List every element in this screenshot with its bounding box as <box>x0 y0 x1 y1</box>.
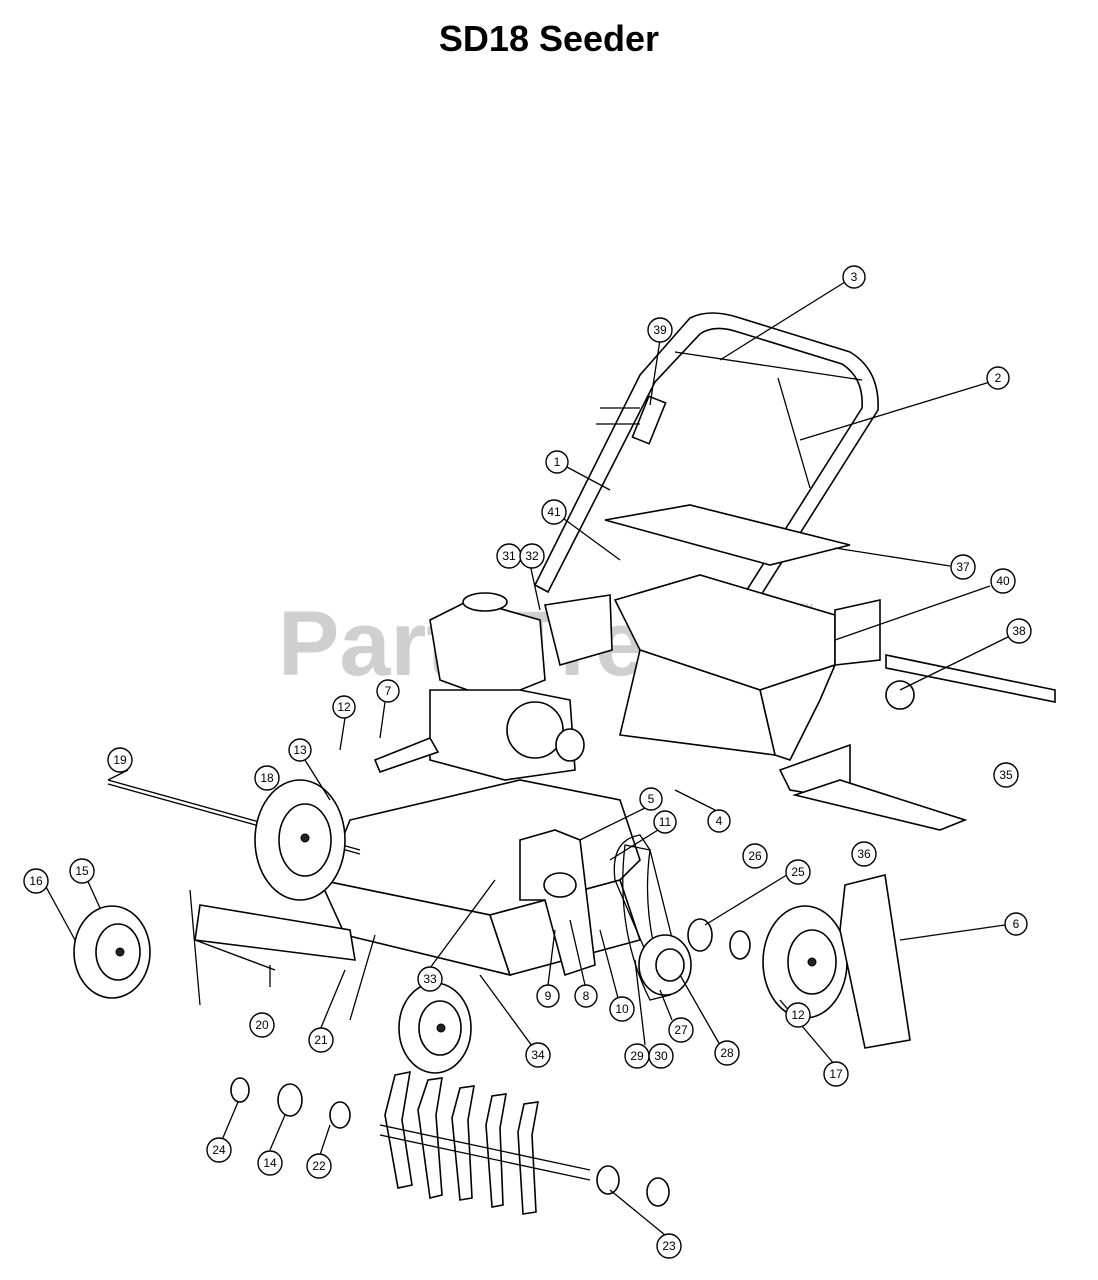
leader-lines <box>44 281 1011 1236</box>
callout-37: 37 <box>950 554 976 580</box>
callout-label: 26 <box>748 849 762 863</box>
callout-label: 38 <box>1012 624 1026 638</box>
callout-label: 31 <box>502 549 516 563</box>
callout-16: 16 <box>23 868 49 894</box>
callout-2: 2 <box>986 366 1010 390</box>
callout-label: 19 <box>113 753 127 767</box>
callout-14: 14 <box>257 1150 283 1176</box>
seed-hopper <box>604 504 1056 831</box>
callout-4: 4 <box>707 809 731 833</box>
callout-26: 26 <box>742 843 768 869</box>
callout-label: 14 <box>263 1156 277 1170</box>
callout-label: 27 <box>674 1023 688 1037</box>
callout-label: 8 <box>583 989 590 1003</box>
callout-label: 41 <box>547 505 561 519</box>
callout-label: 30 <box>654 1049 668 1063</box>
wheel-rear-left <box>254 779 346 901</box>
callout-label: 20 <box>255 1018 269 1032</box>
callout-label: 21 <box>314 1033 328 1047</box>
callout-5: 5 <box>639 787 663 811</box>
callout-23: 23 <box>656 1233 682 1259</box>
callout-label: 9 <box>545 989 552 1003</box>
callout-label: 17 <box>829 1067 843 1081</box>
callout-label: 40 <box>996 574 1010 588</box>
callout-40: 40 <box>990 568 1016 594</box>
callout-15: 15 <box>69 858 95 884</box>
callout-29: 29 <box>624 1043 650 1069</box>
callout-label: 36 <box>857 847 871 861</box>
callout-1: 1 <box>545 450 569 474</box>
callout-label: 24 <box>212 1143 226 1157</box>
callout-label: 16 <box>29 874 43 888</box>
wheel-rear-right <box>762 905 848 1019</box>
callout-25: 25 <box>785 859 811 885</box>
callout-41: 41 <box>541 499 567 525</box>
wheel-front-left <box>73 905 151 999</box>
callout-3: 3 <box>842 265 866 289</box>
callout-label: 12 <box>791 1008 805 1022</box>
callout-label: 35 <box>999 768 1013 782</box>
callout-30: 30 <box>648 1043 674 1069</box>
wheel-front-right <box>398 982 472 1074</box>
callout-31: 31 <box>496 543 522 569</box>
callout-13: 13 <box>288 738 312 762</box>
callout-28: 28 <box>714 1040 740 1066</box>
callout-label: 2 <box>995 371 1002 385</box>
callout-label: 13 <box>293 743 307 757</box>
callout-label: 22 <box>312 1159 326 1173</box>
callout-label: 34 <box>531 1048 545 1062</box>
callout-label: 39 <box>653 323 667 337</box>
callout-7: 7 <box>376 679 400 703</box>
callout-17: 17 <box>823 1061 849 1087</box>
callout-33: 33 <box>417 966 443 992</box>
slicer-reel <box>230 1070 670 1215</box>
belt-drive <box>622 844 751 1001</box>
callout-label: 12 <box>337 700 351 714</box>
main-frame <box>318 779 681 989</box>
callout-label: 7 <box>385 684 392 698</box>
handle-assembly <box>533 312 879 674</box>
callout-12-top: 12 <box>332 695 356 719</box>
callout-label: 10 <box>615 1002 629 1016</box>
callout-6: 6 <box>1004 912 1028 936</box>
callout-18: 18 <box>254 765 280 791</box>
callout-39: 39 <box>647 317 673 343</box>
callout-label: 32 <box>525 549 539 563</box>
callout-label: 1 <box>554 455 561 469</box>
callout-label: 33 <box>423 972 437 986</box>
callout-label: 11 <box>659 815 672 829</box>
callout-label: 5 <box>648 792 655 806</box>
callout-label: 37 <box>956 560 970 574</box>
callout-label: 29 <box>630 1049 644 1063</box>
depth-adjust-linkage <box>189 889 376 1021</box>
callout-12-bottom: 12 <box>785 1002 811 1028</box>
callout-38: 38 <box>1006 618 1032 644</box>
engine <box>373 592 613 781</box>
callout-24: 24 <box>206 1137 232 1163</box>
callout-label: 25 <box>791 865 805 879</box>
callout-9: 9 <box>536 984 560 1008</box>
callout-20: 20 <box>249 1012 275 1038</box>
callout-10: 10 <box>609 996 635 1022</box>
rear-shield <box>839 874 911 1049</box>
callout-36: 36 <box>851 841 877 867</box>
callout-19: 19 <box>107 747 133 773</box>
callout-label: 4 <box>716 814 723 828</box>
callout-label: 15 <box>75 864 89 878</box>
callout-label: 3 <box>851 270 858 284</box>
callout-label: 28 <box>720 1046 734 1060</box>
callout-label: 18 <box>260 771 274 785</box>
callout-21: 21 <box>308 1027 334 1053</box>
callout-34: 34 <box>525 1042 551 1068</box>
callout-8: 8 <box>574 984 598 1008</box>
callout-11: 11 <box>653 810 677 834</box>
callout-35: 35 <box>993 762 1019 788</box>
callout-label: 23 <box>662 1239 676 1253</box>
diagram-title: SD18 Seeder <box>438 18 660 59</box>
callout-22: 22 <box>306 1153 332 1179</box>
callout-27: 27 <box>668 1017 694 1043</box>
callout-32: 32 <box>519 543 545 569</box>
callout-label: 6 <box>1013 917 1020 931</box>
